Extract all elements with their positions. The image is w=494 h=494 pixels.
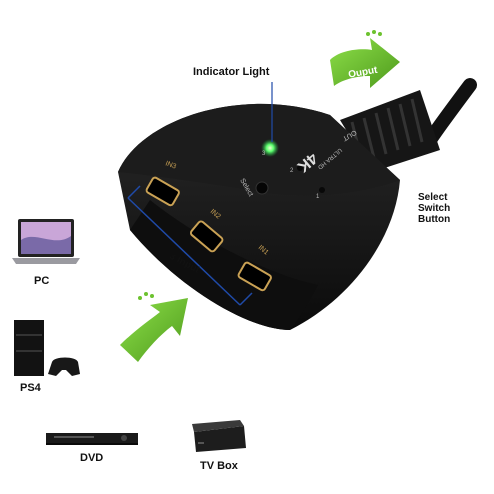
dvd-player-image — [46, 433, 138, 445]
output-label: Ouput — [347, 65, 379, 81]
indicator-light-label: Indicator Light — [193, 66, 270, 78]
tv-box-label: TV Box — [200, 460, 238, 472]
select-switch-button-label: Select Switch Button — [418, 192, 451, 225]
svg-text:3: 3 — [262, 151, 266, 157]
indicator-led — [261, 139, 279, 157]
svg-text:Ouput: Ouput — [347, 65, 379, 81]
svg-text:2: 2 — [290, 168, 294, 174]
hdmi-switch-device: 4K ULTRA HD OUT IN3 IN2 IN1 Select 1 2 3 — [118, 103, 400, 330]
svg-text:IN3: IN3 — [164, 160, 177, 170]
pc-label: PC — [34, 275, 50, 287]
svg-text:3 Input: 3 Input — [167, 255, 202, 276]
ps4-image — [14, 320, 80, 376]
input-arrow — [120, 292, 188, 362]
pc-laptop-image — [12, 219, 80, 264]
three-input-label: 3 Input — [167, 255, 202, 276]
ps4-label: PS4 — [20, 382, 41, 394]
input-bracket-line — [127, 197, 241, 306]
output-arrow — [330, 30, 400, 88]
svg-text:1: 1 — [316, 194, 320, 200]
tv-box-image — [192, 420, 246, 452]
dvd-label: DVD — [80, 452, 104, 464]
